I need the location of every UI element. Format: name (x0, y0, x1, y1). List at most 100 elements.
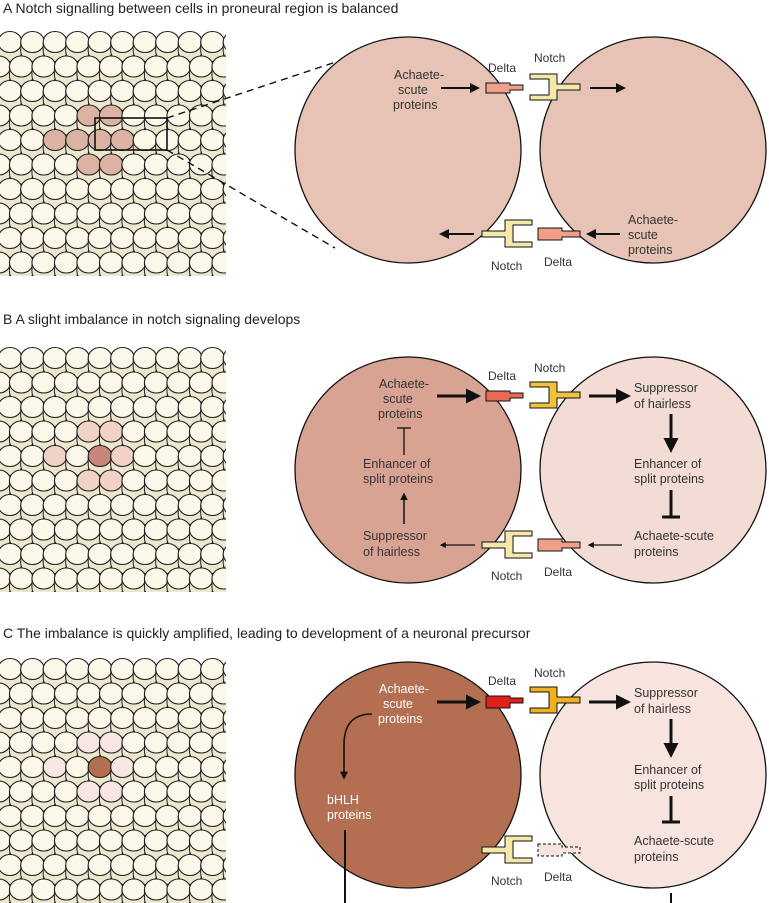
epithelial-cell (98, 104, 124, 127)
epithelial-cell (132, 177, 158, 201)
epithelial-cell (155, 853, 180, 877)
epithelial-cell (53, 518, 79, 541)
achaete-scute-label: proteins (393, 98, 437, 112)
epithelial-cell (65, 444, 90, 468)
epithelial-cell (121, 731, 147, 754)
epithelial-cell (76, 518, 102, 541)
left-cell (294, 356, 522, 584)
epithelial-cell (65, 493, 90, 517)
panel-a-title: A Notch signalling between cells in pron… (3, 0, 398, 16)
epithelial-cell (110, 444, 135, 468)
epithelial-cell (87, 226, 113, 250)
suppressor-of-hairless-label: of hairless (363, 545, 420, 559)
epithelial-cell (211, 682, 226, 705)
epithelial-cell (143, 55, 169, 78)
epithelial-cell (177, 804, 203, 828)
epithelial-cell (0, 128, 23, 152)
epithelial-cell (31, 55, 57, 78)
epithelial-cell (200, 395, 225, 419)
epithelial-cell (188, 420, 214, 443)
achaete-scute-label: proteins (378, 712, 422, 726)
epithelial-cell (188, 682, 214, 705)
epithelial-cell-side (222, 669, 226, 686)
epithelial-cell (200, 30, 225, 54)
achaete-scute-label: proteins (378, 407, 422, 421)
epithelial-cell (177, 395, 203, 419)
epithelial-cell (200, 853, 225, 877)
epithelial-cell (121, 682, 147, 705)
epithelial-cell (53, 104, 79, 127)
epithelial-cell (211, 55, 226, 78)
epithelial-cell (166, 251, 192, 274)
notch-receptor (529, 686, 581, 714)
epithelial-cell (8, 567, 34, 590)
epithelial-cell (42, 493, 68, 517)
epithelial-cell (8, 518, 34, 541)
epithelial-cell (76, 104, 102, 127)
epithelial-cell (121, 371, 147, 394)
epithelial-cell (31, 780, 57, 803)
epithelial-cell (98, 202, 124, 225)
suppressor-of-hairless-label: Suppressor (634, 686, 698, 700)
epithelial-cell (8, 780, 34, 803)
epithelial-cell (211, 829, 226, 852)
epithelial-cell (222, 34, 226, 50)
epithelial-cell (87, 177, 113, 201)
epithelial-cell-side (222, 718, 226, 735)
epithelial-cell (222, 710, 226, 726)
epithelial-cell (177, 853, 203, 877)
epithelial-cell (177, 706, 203, 730)
epithelial-cell (188, 567, 214, 590)
epithelial-cell (20, 79, 45, 103)
zoom-box (94, 117, 168, 151)
epithelial-cell (98, 469, 124, 492)
epithelial-cell (42, 346, 68, 370)
epithelial-cell (42, 30, 68, 54)
epithelial-cell (87, 30, 113, 54)
epithelial-cell (177, 128, 203, 152)
panel-b-title: B A slight imbalance in notch signaling … (3, 311, 300, 327)
epithelial-cell (155, 177, 180, 201)
epithelial-cell (110, 493, 135, 517)
epithelial-cell (121, 55, 147, 78)
epithelial-cell (211, 518, 226, 541)
epithelial-cell (188, 780, 214, 803)
epithelial-cell (222, 448, 226, 464)
epithelial-cell (132, 395, 158, 419)
epithelial-cell (0, 804, 23, 828)
epithelial-cell (42, 395, 68, 419)
epithelial-cell (76, 469, 102, 492)
epithelial-cell (110, 79, 135, 103)
epithelial-cell-side (222, 456, 226, 473)
epithelial-cell (166, 371, 192, 394)
epithelial-cell (8, 878, 34, 901)
epithelial-cell (155, 346, 180, 370)
epithelial-cell (53, 202, 79, 225)
epithelial-cell (8, 55, 34, 78)
epithelial-cell (222, 497, 226, 513)
epithelial-cell (200, 444, 225, 468)
epithelial-cell-side (222, 238, 226, 255)
epithelial-cell (200, 79, 225, 103)
cell-epithelium-b (0, 346, 226, 592)
epithelial-cell (188, 469, 214, 492)
epithelial-cell (143, 780, 169, 803)
delta-label: Delta (488, 61, 516, 75)
epithelial-cell-side (222, 816, 226, 833)
right-cell (539, 356, 767, 584)
epithelial-cell (76, 731, 102, 754)
epithelial-cell-side (222, 407, 226, 424)
epithelial-cell (8, 371, 34, 394)
epithelial-cell (87, 346, 113, 370)
epithelial-cell (188, 518, 214, 541)
epithelial-cell (143, 731, 169, 754)
epithelial-cell (121, 202, 147, 225)
epithelial-cell (98, 55, 124, 78)
epithelial-cell (53, 153, 79, 176)
epithelial-cell (8, 251, 34, 274)
epithelial-cell (0, 177, 23, 201)
epithelial-cell (155, 542, 180, 566)
epithelial-cell (200, 128, 225, 152)
epithelial-cell (222, 661, 226, 677)
epithelial-cell (200, 755, 225, 779)
